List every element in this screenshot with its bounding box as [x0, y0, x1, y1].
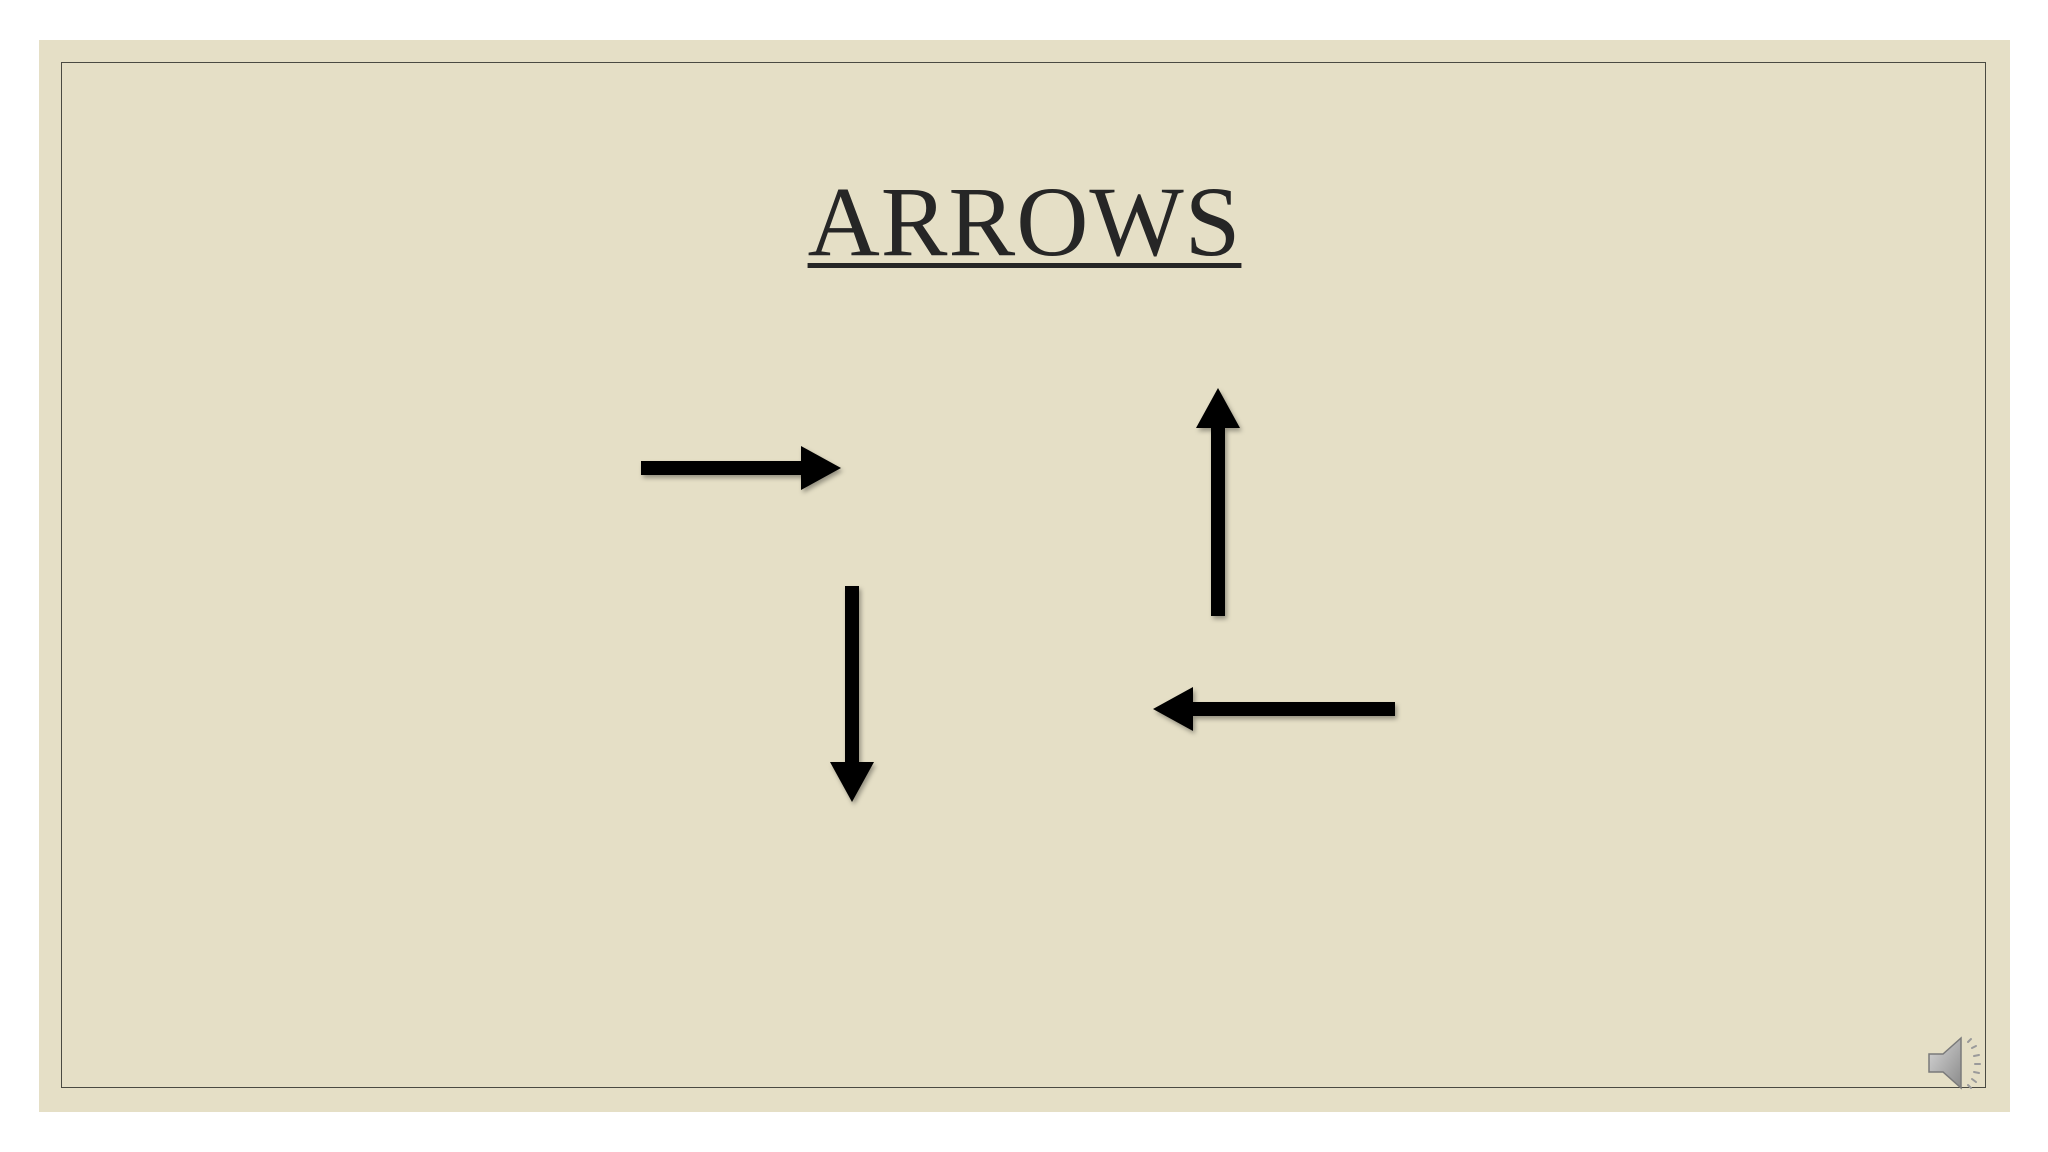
arrow-up-icon: [1196, 388, 1240, 616]
slide: ARROWS: [39, 40, 2010, 1112]
arrow-down-icon: [830, 586, 874, 802]
slide-title-text: ARROWS: [807, 166, 1242, 277]
slide-frame-border: [61, 62, 1986, 1088]
slide-title: ARROWS: [39, 162, 2010, 282]
speaker-icon[interactable]: [1921, 1028, 1991, 1098]
arrow-left-icon: [1153, 687, 1395, 731]
arrow-right-icon: [641, 446, 841, 490]
arrows-diagram: [641, 388, 1395, 802]
